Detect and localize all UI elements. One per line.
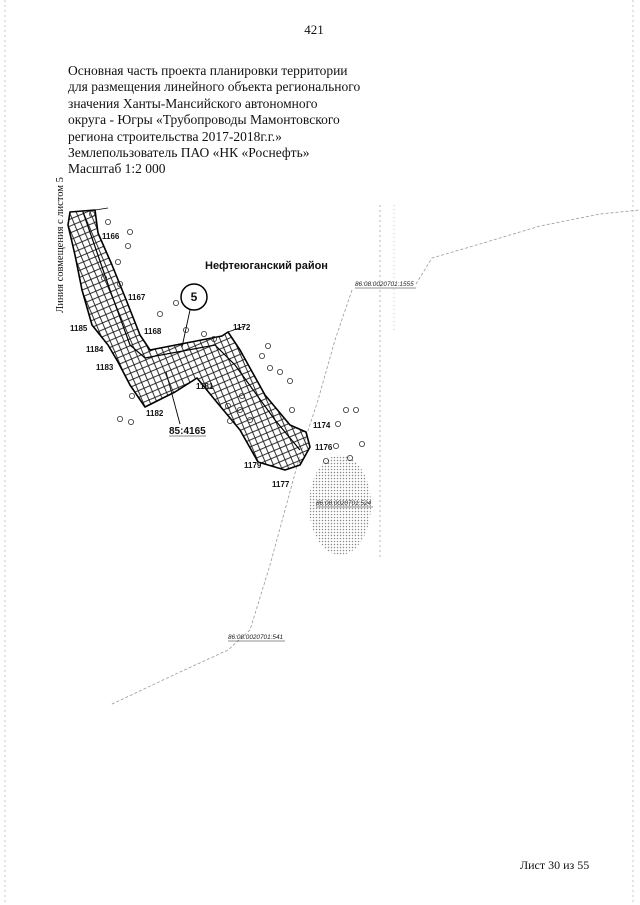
tree-symbol xyxy=(127,418,134,425)
point-label-1184: 1184 xyxy=(86,345,104,354)
tree-symbol xyxy=(236,406,243,413)
page-number: 421 xyxy=(304,22,324,37)
land-user-line: Землепользователь ПАО «НК «Роснефть» xyxy=(68,145,310,161)
cadastral-boundary-line xyxy=(109,289,353,706)
leader-line xyxy=(94,207,109,211)
sheet-marker-number: 5 xyxy=(191,290,198,304)
parcel-area-stipple xyxy=(309,455,371,555)
point-label-1181: 1181 xyxy=(196,382,214,391)
title-line: округа - Югры «Трубопроводы Мамонтовског… xyxy=(68,112,340,128)
district-label: Нефтеюганский район xyxy=(205,260,328,272)
point-label-1172: 1172 xyxy=(233,323,251,332)
title-line: значения Ханты-Мансийского автономного xyxy=(68,95,318,111)
title-line: для размещения линейного объекта региона… xyxy=(68,79,361,95)
tree-symbol xyxy=(200,330,207,337)
tree-symbol xyxy=(101,274,108,281)
tree-symbol xyxy=(276,368,283,375)
tree-symbol xyxy=(238,392,245,399)
tree-symbol xyxy=(246,416,253,423)
tree-symbol xyxy=(125,242,132,249)
sheet-counter: Лист 30 из 55 xyxy=(520,858,590,872)
point-label-1183: 1183 xyxy=(96,363,114,372)
tree-symbol xyxy=(226,417,233,424)
tree-symbol xyxy=(286,377,293,384)
point-label-1177: 1177 xyxy=(272,480,290,489)
matching-line-label: Линия совмещения с листом 5 xyxy=(55,177,66,313)
tree-symbol xyxy=(266,364,273,371)
point-label-1174: 1174 xyxy=(313,421,331,430)
tree-symbol xyxy=(264,342,271,349)
cadastral-number-541[interactable]: 86:08:0020701:541 xyxy=(228,634,284,641)
point-label-1176: 1176 xyxy=(315,443,333,452)
point-label-1182: 1182 xyxy=(146,409,164,418)
tree-symbol xyxy=(358,440,365,447)
tree-symbol xyxy=(224,402,231,409)
point-label-1179: 1179 xyxy=(244,461,262,470)
corridor-label-leader xyxy=(165,371,181,425)
tree-symbol xyxy=(342,406,349,413)
tree-symbol xyxy=(334,420,341,427)
tree-symbol xyxy=(210,335,217,342)
pipeline-corridor[interactable] xyxy=(67,209,311,471)
tree-symbol xyxy=(156,310,163,317)
tree-symbol xyxy=(172,299,179,306)
sheet-marker-circle xyxy=(180,283,208,311)
tree-symbol xyxy=(288,406,295,413)
cadastral-number-1555[interactable]: 86:08:0020701:1555 xyxy=(355,281,414,288)
tree-symbol xyxy=(115,258,122,265)
cadastral-number-524[interactable]: 86:08:0020701:524 xyxy=(316,500,372,507)
tree-symbol xyxy=(127,228,134,235)
point-label-1167: 1167 xyxy=(128,293,146,302)
tree-symbol xyxy=(352,406,359,413)
tree-symbol xyxy=(322,457,329,464)
tree-symbols-group xyxy=(89,210,365,464)
pipeline-centerline xyxy=(82,211,301,451)
point-label-1166: 1166 xyxy=(102,232,120,241)
corridor-parcel-label: 85:4165 xyxy=(169,426,206,437)
point-label-1185: 1185 xyxy=(70,324,88,333)
tree-symbol xyxy=(117,280,124,287)
tree-symbol xyxy=(258,352,265,359)
scale-line: Масштаб 1:2 000 xyxy=(68,161,166,177)
tree-symbol xyxy=(182,326,189,333)
title-line: региона строительства 2017-2018г.г.» xyxy=(68,128,282,144)
title-line: Основная часть проекта планировки террит… xyxy=(68,63,348,78)
sheet-marker-leader xyxy=(181,309,191,348)
tree-symbol xyxy=(105,218,112,225)
title-block: Основная часть проекта планировки террит… xyxy=(68,63,388,178)
tree-symbol xyxy=(117,415,124,422)
tree-symbol xyxy=(128,392,135,399)
tree-symbol xyxy=(89,210,96,217)
point-label-1168: 1168 xyxy=(144,327,162,336)
leader-line xyxy=(227,325,246,333)
cadastral-boundary-line xyxy=(415,209,640,285)
tree-symbol xyxy=(346,454,353,461)
tree-symbol xyxy=(332,442,339,449)
